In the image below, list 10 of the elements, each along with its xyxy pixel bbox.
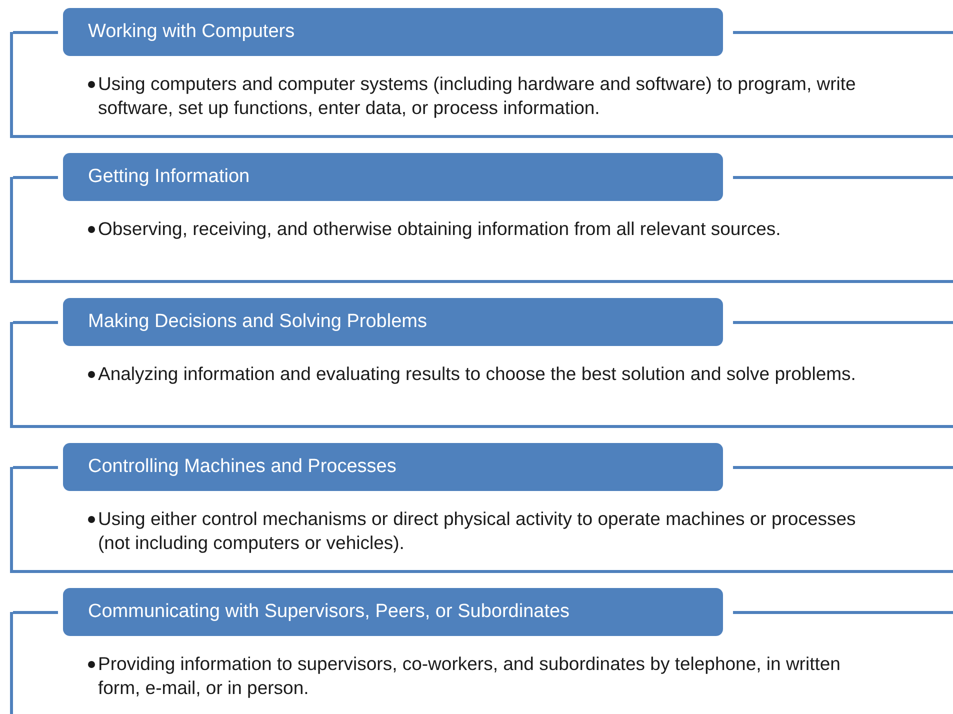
heading-bar: Making Decisions and Solving Problems xyxy=(63,298,723,346)
heading-bar: Communicating with Supervisors, Peers, or Subordinates xyxy=(63,588,723,636)
heading-bar: Working with Computers xyxy=(63,8,723,56)
description-text: Using either control mechanisms or direct physical activity to operate machines or processes (not including computers or vehicles). xyxy=(98,507,857,555)
description-text: Providing information to supervisors, co-workers, and subordinates by telephone, in written form, e-mail, or in person. xyxy=(98,652,842,700)
heading-bar: Getting Information xyxy=(63,153,723,201)
description-text: Observing, receiving, and otherwise obtaining information from all relevant sources. xyxy=(98,217,782,241)
heading-bar: Controlling Machines and Processes xyxy=(63,443,723,491)
description-text: Using computers and computer systems (including hardware and software) to program, write software, set up functions, enter data, or process information. xyxy=(98,72,857,120)
description-text: Analyzing information and evaluating results to choose the best solution and solve problems. xyxy=(98,362,857,386)
